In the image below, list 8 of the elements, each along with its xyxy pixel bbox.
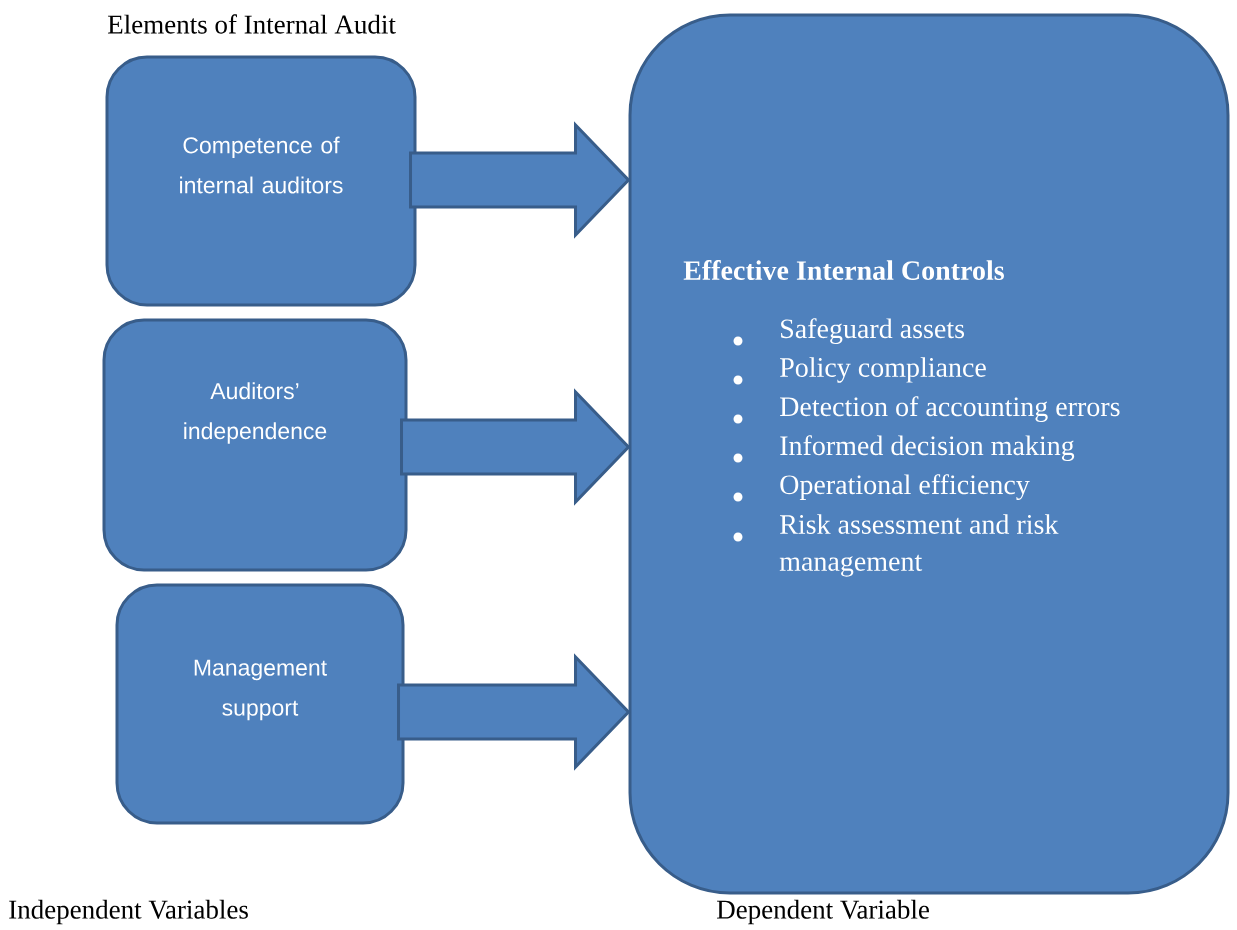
block-arrow xyxy=(400,388,631,506)
outcome-box: Effective Internal Controls Safeguard assets Policy compliance Detection of accounting errors Informed decision making Operational efficiency Risk assessment and risk management xyxy=(628,13,1230,895)
process-box: Competence of internal auditors xyxy=(105,55,417,307)
block-arrow xyxy=(397,653,631,771)
caption-text: Independent Variables xyxy=(9,899,248,925)
block-arrow xyxy=(409,121,631,239)
process-box: Management support xyxy=(115,583,405,825)
process-box: Auditors’ independence xyxy=(102,318,408,572)
